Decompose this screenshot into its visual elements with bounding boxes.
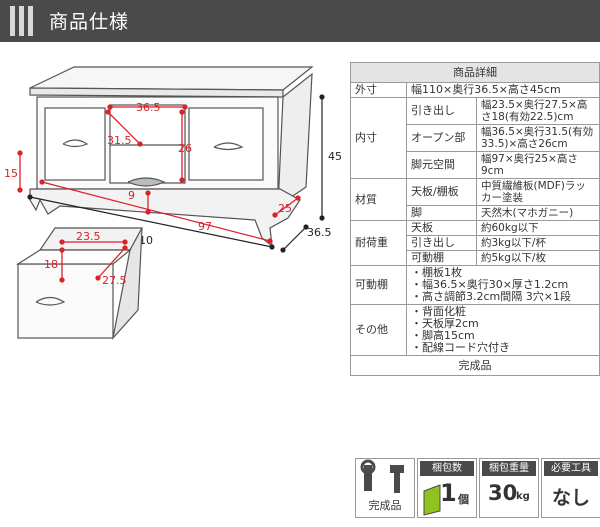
right-drawer-handle (213, 142, 244, 151)
tools-icon (360, 459, 404, 493)
dim-leg-space-height: 9 (128, 189, 135, 202)
weight-caption: 梱包重量 (482, 461, 536, 476)
left-drawer (44, 107, 106, 181)
weight-value: 30 (488, 481, 518, 505)
tools-required-badge: 必要工具 なし (541, 458, 600, 518)
other-line: ・脚高15cm (411, 329, 475, 342)
right-drawer (188, 107, 264, 181)
other-line: ・天板厚2cm (411, 317, 479, 330)
load-drawer-value: 約3kg以下/杯 (476, 235, 600, 251)
complete-label: 完成品 (368, 499, 402, 512)
dim-total-height: 45 (328, 150, 342, 163)
drawer-side (111, 227, 143, 341)
tools-caption: 必要工具 (544, 461, 598, 476)
load-capacity-label: 耐荷重 (350, 220, 407, 266)
outer-size-label: 外寸 (350, 82, 407, 98)
load-drawer-label: 引き出し (406, 235, 477, 251)
drawer-handle (35, 296, 66, 306)
tv-board-side (277, 72, 313, 208)
tools-value: なし (551, 487, 590, 509)
dim-drawer-width: 23.5 (76, 230, 101, 243)
top-material-label: 天板/棚板 (406, 178, 477, 206)
dim-open-height: 26 (178, 142, 192, 155)
dim-drawer-depth: 27.5 (102, 274, 127, 287)
dim-drawer-height: 18 (44, 258, 58, 271)
weight-unit: kg (516, 491, 530, 502)
section-title: 商品仕様 (49, 11, 130, 33)
box-icon (423, 484, 441, 516)
tv-board-top-edge (29, 87, 284, 98)
drawer-diagram: 23.5 18 27.5 (15, 227, 144, 341)
top-material-value: 中質繊維板(MDF)ラッカー塗装 (476, 178, 600, 206)
spec-table: 商品詳細 外寸 幅110×奥行36.5×高さ45cm 内寸 引き出し 幅23.5… (350, 62, 600, 376)
packages-unit: 個 (458, 493, 469, 506)
other-value: ・背面化粧 ・天板厚2cm ・脚高15cm ・配線コード穴付き (406, 304, 600, 356)
dim-leg-space-width: 97 (198, 220, 212, 233)
weight-badge: 梱包重量 30 kg (479, 458, 539, 518)
dim-leg-height: 15 (4, 167, 18, 180)
leg-material-label: 脚 (406, 205, 477, 221)
shelf-line: ・幅36.5×奥行30×厚さ1.2cm (411, 278, 569, 291)
drawer-front (17, 263, 114, 339)
other-line: ・配線コード穴付き (411, 341, 510, 354)
movable-shelf-value: ・棚板1枚 ・幅36.5×奥行30×厚さ1.2cm ・高さ調節3.2cm間隔 3… (406, 265, 600, 305)
open-compartment (109, 104, 186, 184)
apron-and-legs (29, 188, 301, 248)
drawer-size-label: 引き出し (406, 97, 477, 125)
load-shelf-label: 可動棚 (406, 250, 477, 266)
dim-leg-space-depth: 25 (278, 202, 292, 215)
packages-value: 1 (440, 479, 457, 507)
packages-badge: 梱包数 1 個 (417, 458, 477, 518)
shelf-line: ・高さ調節3.2cm間隔 3穴×1段 (411, 290, 571, 303)
load-top-value: 約60kg以下 (476, 220, 600, 236)
open-size-value: 幅36.5×奥行31.5(有効33.5)×高さ26cm (476, 124, 600, 152)
inner-size-label: 内寸 (350, 97, 407, 179)
load-top-label: 天板 (406, 220, 477, 236)
apron-ornament (127, 177, 166, 187)
packages-caption: 梱包数 (420, 461, 474, 476)
leg-space-value: 幅97×奥行25×高さ9cm (476, 151, 600, 179)
shelf-line: ・棚板1枚 (411, 266, 462, 279)
header-bar-decoration (10, 6, 15, 36)
header-bar-decoration (19, 6, 24, 36)
other-label: その他 (350, 304, 407, 356)
drawer-opening (15, 249, 132, 265)
spec-table-heading: 商品詳細 (350, 62, 600, 83)
dim-open-width: 36.5 (136, 101, 161, 114)
movable-shelf-label: 可動棚 (350, 265, 407, 305)
complete-badge: 完成品 (355, 458, 415, 518)
dim-total-depth: 36.5 (307, 226, 332, 239)
leg-space-label: 脚元空間 (406, 151, 477, 179)
open-size-label: オープン部 (406, 124, 477, 152)
dim-open-depth: 31.5 (107, 134, 132, 147)
load-shelf-value: 約5kg以下/枚 (476, 250, 600, 266)
other-line: ・背面化粧 (411, 305, 466, 318)
tv-board-top (29, 66, 314, 91)
leg-material-value: 天然木(マホガニー) (476, 205, 600, 221)
material-label: 材質 (350, 178, 407, 221)
spec-table-footer: 完成品 (350, 355, 600, 376)
furniture-diagram: 36.5 31.5 26 15 9 97 25 45 110 36.5 (4, 66, 342, 253)
left-drawer-handle (62, 139, 89, 148)
header-bar-decoration (28, 6, 33, 36)
outer-size-value: 幅110×奥行36.5×高さ45cm (406, 82, 600, 98)
drawer-size-value: 幅23.5×奥行27.5×高さ18(有効22.5)cm (476, 97, 600, 125)
section-header: 商品仕様 (0, 0, 600, 42)
